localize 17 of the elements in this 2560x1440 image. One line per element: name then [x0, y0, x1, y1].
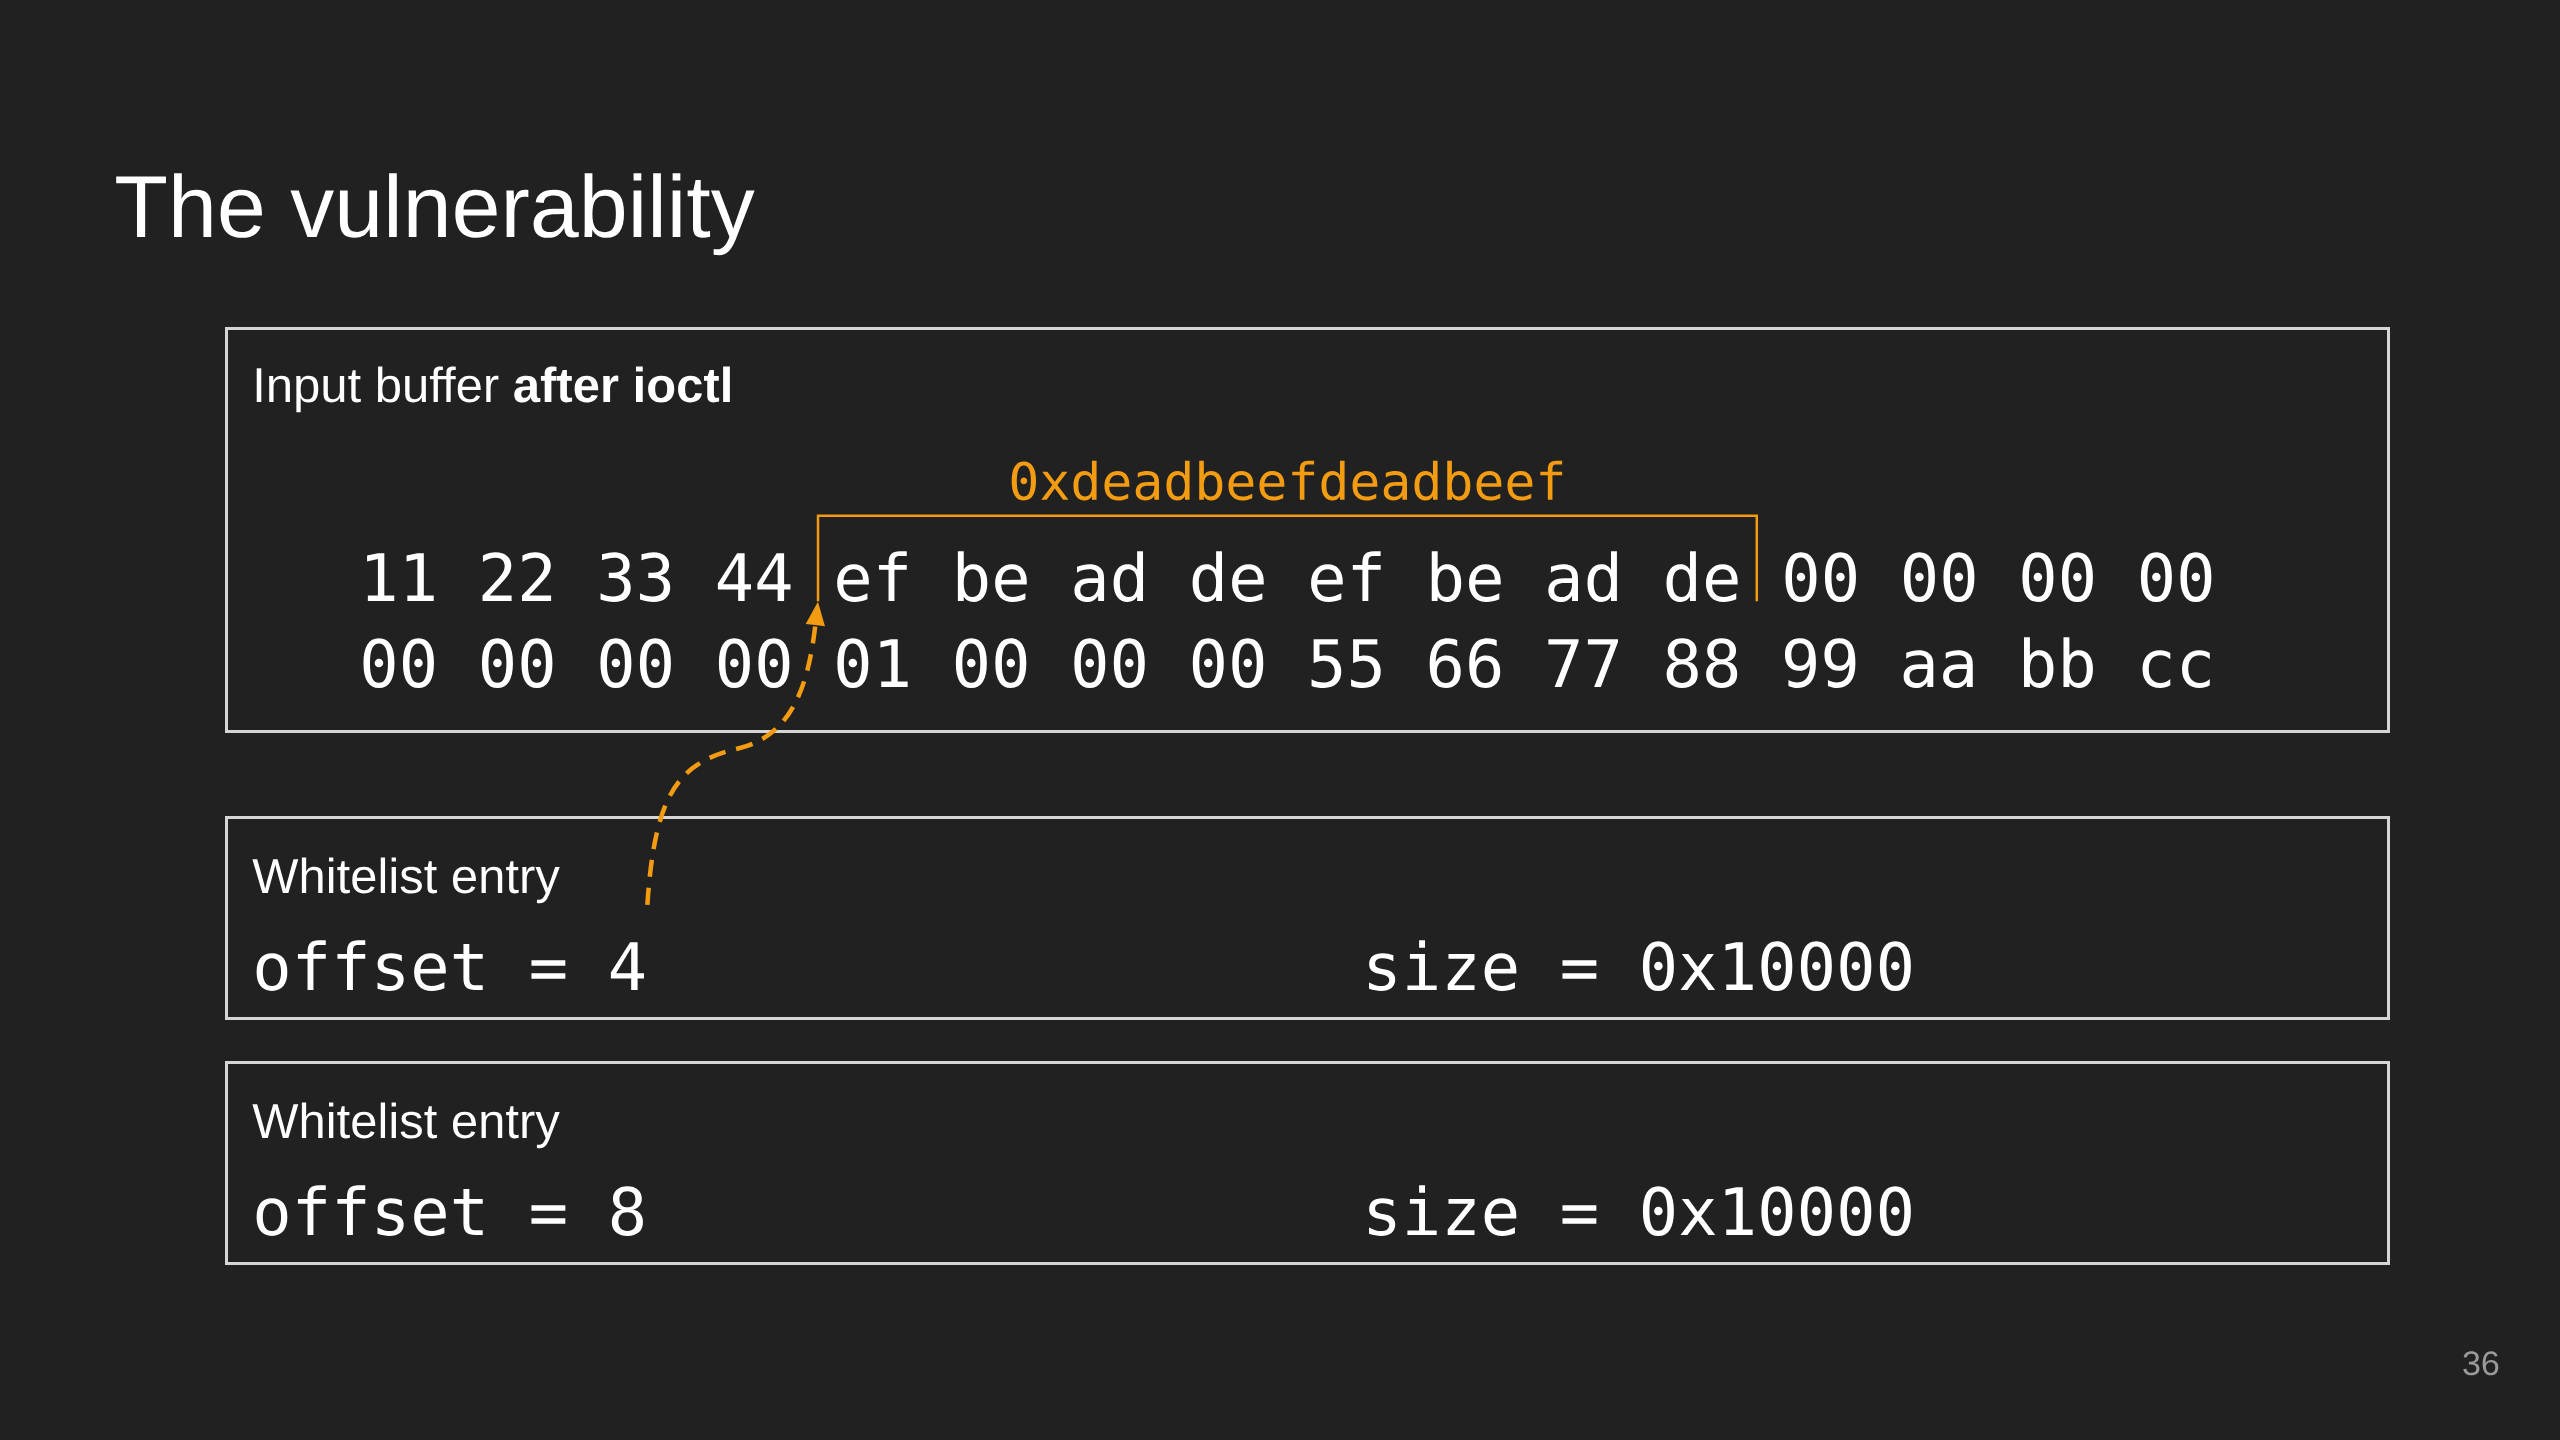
code-text: offset = 8 — [256, 1185, 643, 1236]
hex-bytes: 00 00 00 00 — [1785, 552, 2212, 602]
slide-title: The vulnerability — [116, 173, 755, 256]
box-heading: Whitelist entry — [252, 1102, 560, 1149]
buffer-box — [225, 327, 2390, 733]
value-label: 0xdeadbeefdeadbeef — [1011, 460, 1563, 501]
code-text: size = 0x10000 — [1369, 1185, 1911, 1236]
entry-box — [225, 1061, 2390, 1265]
page-number: 36 — [2463, 1351, 2499, 1376]
bracketed-bytes: ef be ad de ef be ad de — [816, 514, 1759, 602]
hex-bytes: 11 22 33 44 — [367, 552, 791, 602]
code-text: offset = 4 — [256, 940, 644, 991]
box-heading: Input buffer after ioctl — [256, 366, 730, 413]
box-heading: Whitelist entry — [252, 857, 560, 904]
code-text: size = 0x10000 — [1369, 940, 1911, 991]
entry-box — [225, 816, 2390, 1020]
hex-bytes: 00 00 00 00 01 00 00 00 55 66 77 88 99 aa bb cc — [363, 637, 2210, 688]
